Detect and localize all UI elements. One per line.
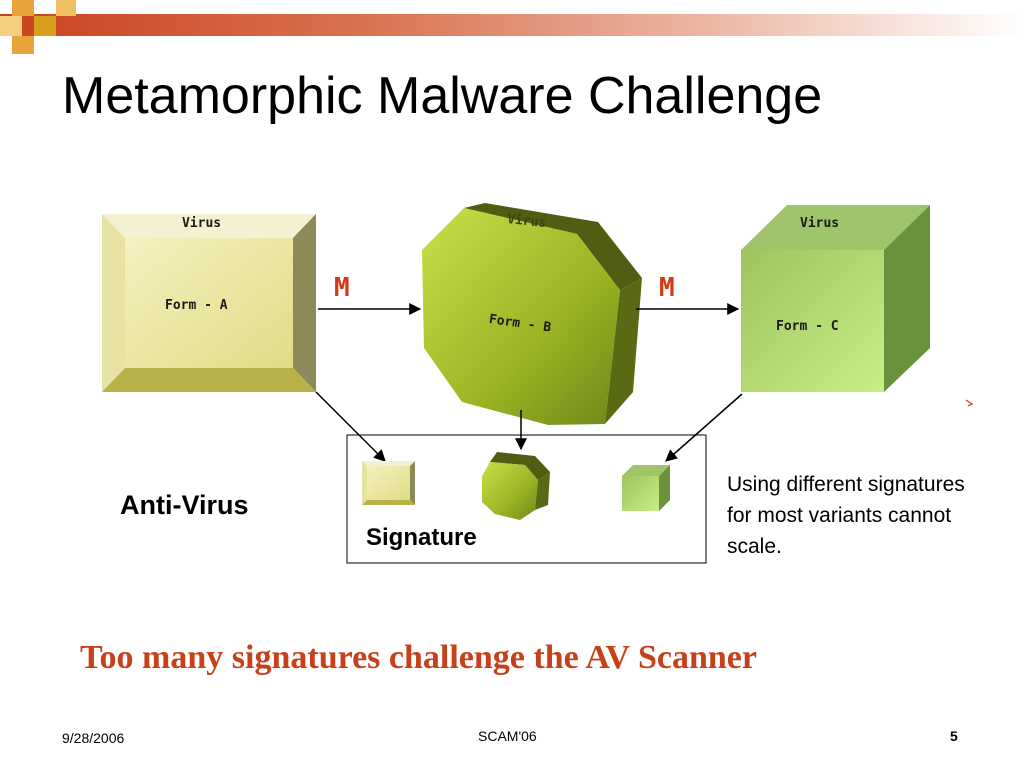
header-gradient-bar bbox=[0, 14, 1024, 36]
arrow-c-to-signature bbox=[665, 393, 743, 462]
form-a-label: Form - A bbox=[165, 298, 228, 313]
conclusion-text: Too many signatures challenge the AV Sca… bbox=[80, 639, 757, 676]
transform-label-1: M bbox=[334, 273, 350, 303]
signature-b-shape bbox=[482, 452, 550, 520]
page-number: 5 bbox=[950, 728, 958, 744]
antivirus-label: Anti-Virus bbox=[120, 490, 249, 520]
form-a-virus-label: Virus bbox=[182, 216, 222, 231]
footer-conference: SCAM'06 bbox=[478, 728, 537, 744]
signature-c-shape bbox=[622, 465, 670, 511]
form-c-virus-label: Virus bbox=[800, 216, 840, 231]
transform-label-2: M bbox=[659, 273, 675, 303]
arrow-a-to-signature bbox=[315, 391, 386, 462]
signature-label: Signature bbox=[366, 524, 477, 551]
form-b-shape bbox=[422, 203, 642, 425]
form-c-shape bbox=[741, 205, 930, 392]
checker-logo bbox=[0, 0, 80, 60]
form-a-shape bbox=[102, 214, 316, 392]
slide-title: Metamorphic Malware Challenge bbox=[62, 67, 823, 125]
scaling-note: Using different signatures for most vari… bbox=[727, 473, 965, 558]
signature-a-shape bbox=[362, 461, 415, 505]
footer-date: 9/28/2006 bbox=[62, 730, 125, 746]
stray-mark bbox=[965, 399, 974, 407]
signature-box bbox=[346, 434, 707, 564]
form-c-label: Form - C bbox=[776, 319, 839, 334]
